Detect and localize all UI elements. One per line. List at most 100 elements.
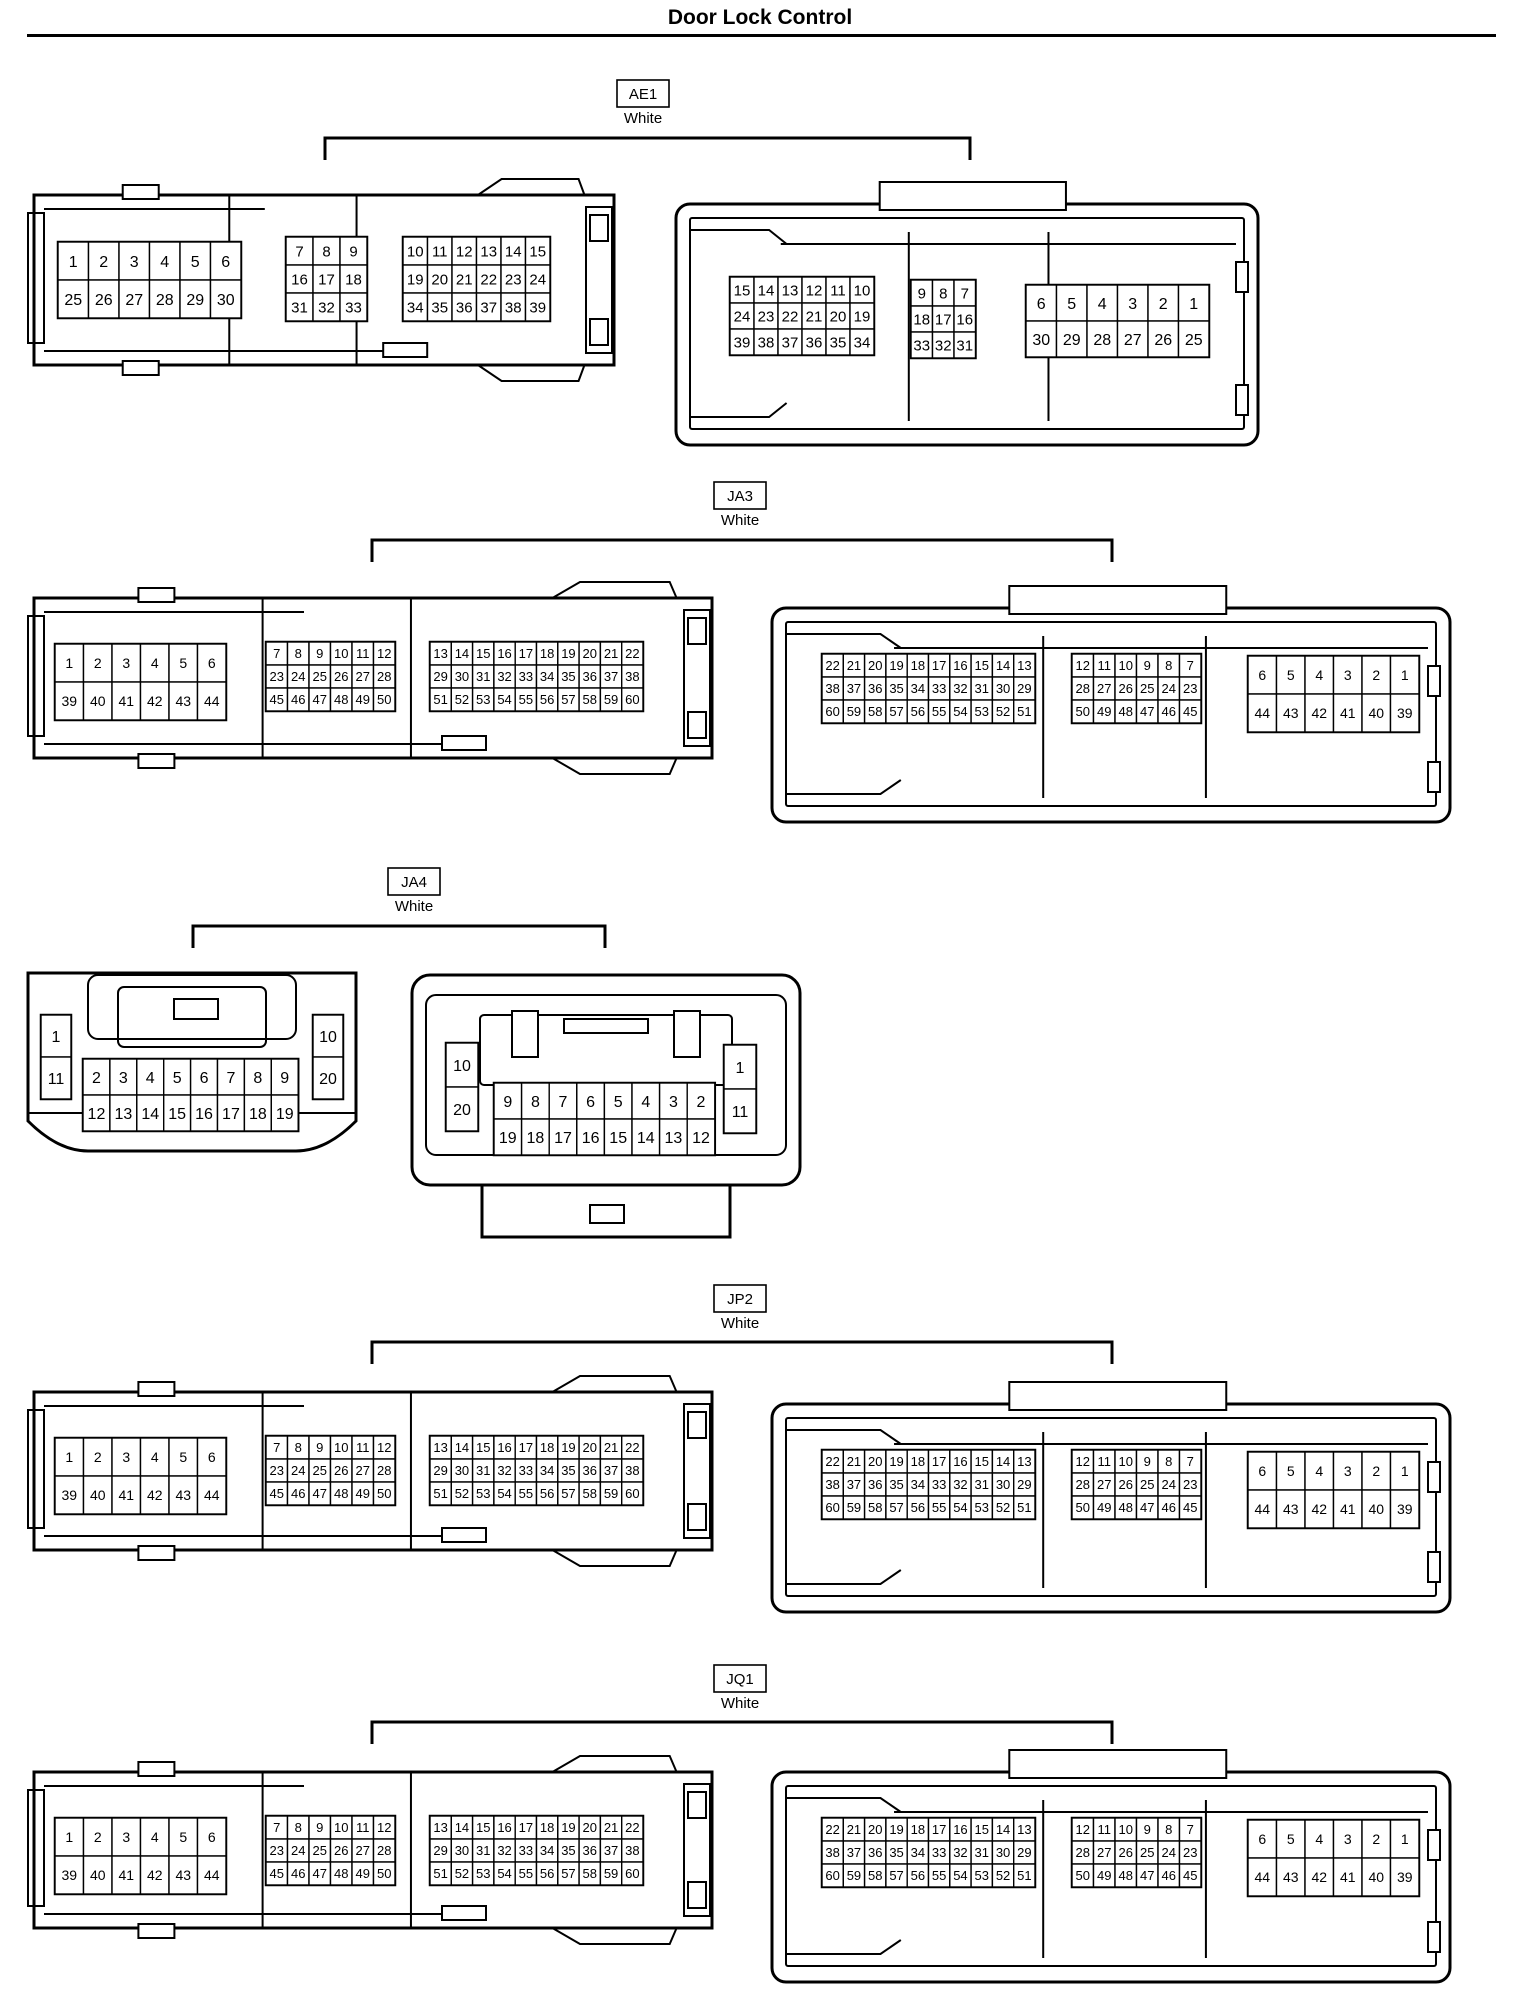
pin-number: 1: [65, 1829, 73, 1845]
pin-number: 30: [996, 681, 1010, 696]
pin-cell: [445, 1042, 479, 1088]
pin-number: 19: [889, 1454, 903, 1469]
pin-cell: [82, 1855, 113, 1895]
pin-number: 51: [1017, 704, 1031, 719]
pin-number: 31: [476, 1463, 490, 1478]
pin-number: 38: [625, 1843, 639, 1858]
pin-number: 11: [1098, 1454, 1112, 1469]
pin-number: 59: [847, 1868, 861, 1883]
pin-number: 34: [911, 681, 925, 696]
pin-cell: [1055, 320, 1088, 358]
pin-number: 19: [499, 1130, 517, 1147]
pin-number: 36: [583, 1843, 597, 1858]
pin-number: 40: [90, 693, 106, 709]
pin-number: 34: [540, 1463, 554, 1478]
pin-number: 47: [1140, 1868, 1154, 1883]
pin-number: 26: [334, 1463, 348, 1478]
pin-number: 3: [1344, 1831, 1352, 1847]
pin-cell: [179, 241, 212, 281]
pin-number: 45: [1183, 1868, 1197, 1883]
pin-number: 54: [953, 704, 967, 719]
pin-number: 1: [1401, 1831, 1409, 1847]
pin-number: 24: [291, 669, 305, 684]
pin-number: 1: [65, 655, 73, 671]
pin-number: 24: [291, 1463, 305, 1478]
pin-cell: [1247, 655, 1278, 695]
pin-number: 47: [313, 692, 327, 707]
pin-number: 2: [94, 1449, 102, 1465]
pin-number: 14: [996, 658, 1010, 673]
pin-number: 59: [847, 704, 861, 719]
pin-number: 1: [69, 254, 78, 271]
pin-cell: [209, 241, 242, 281]
pin-cell: [1389, 655, 1420, 695]
pin-number: 52: [455, 1866, 469, 1881]
pin-cell: [1304, 1489, 1335, 1529]
pin-number: 6: [1037, 296, 1046, 313]
page-title: Door Lock Control: [667, 6, 853, 29]
housing-latch: [477, 178, 586, 196]
housing-line: [786, 1797, 902, 1813]
pin-number: 35: [561, 1463, 575, 1478]
pin-number: 31: [975, 1845, 989, 1860]
pin-number: 25: [313, 1843, 327, 1858]
pin-number: 22: [480, 271, 497, 288]
housing-tab: [441, 1905, 487, 1921]
pin-cell: [849, 276, 875, 304]
housing-line: [690, 402, 788, 418]
pin-number: 3: [122, 655, 130, 671]
pin-number: 27: [125, 292, 143, 309]
pin-number: 49: [356, 1486, 370, 1501]
pin-number: 46: [1162, 1500, 1176, 1515]
pin-cell: [1013, 1863, 1036, 1888]
housing-tab: [137, 1923, 176, 1939]
pin-number: 36: [583, 1463, 597, 1478]
pin-number: 20: [431, 271, 448, 288]
pin-number: 31: [291, 299, 308, 316]
pin-cell: [118, 241, 151, 281]
pin-number: 54: [953, 1500, 967, 1515]
pin-number: 35: [561, 1843, 575, 1858]
pin-number: 8: [295, 1440, 302, 1455]
pin-number: 39: [61, 1867, 77, 1883]
pin-number: 32: [953, 1845, 967, 1860]
pin-number: 16: [497, 1820, 511, 1835]
pin-number: 10: [334, 1820, 348, 1835]
pin-number: 38: [825, 1477, 839, 1492]
pin-number: 26: [95, 292, 113, 309]
pin-number: 5: [173, 1070, 182, 1087]
pin-number: 8: [939, 285, 947, 302]
pin-number: 19: [854, 308, 871, 325]
pin-number: 9: [1144, 1822, 1151, 1837]
pin-number: 44: [204, 1867, 220, 1883]
pin-number: 57: [561, 1866, 575, 1881]
pin-number: 52: [996, 1500, 1010, 1515]
pin-number: 47: [313, 1866, 327, 1881]
pin-number: 30: [996, 1845, 1010, 1860]
pin-number: 4: [151, 1829, 159, 1845]
pin-number: 6: [221, 254, 230, 271]
housing-outline: [683, 1403, 711, 1539]
pin-number: 34: [540, 1843, 554, 1858]
pin-number: 19: [561, 1820, 575, 1835]
pin-number: 17: [519, 1440, 533, 1455]
pin-number: 31: [476, 1843, 490, 1858]
pin-cell: [475, 236, 502, 266]
pin-number: 46: [1162, 704, 1176, 719]
pin-number: 48: [1119, 1868, 1133, 1883]
pin-number: 18: [540, 646, 554, 661]
pin-cell: [1389, 1489, 1420, 1529]
pin-cell: [1275, 1451, 1306, 1491]
pin-number: 13: [114, 1106, 132, 1123]
pin-number: 11: [356, 1440, 370, 1455]
pin-number: 54: [497, 1486, 511, 1501]
pin-number: 22: [782, 308, 799, 325]
pin-number: 27: [1097, 1477, 1111, 1492]
pin-cell: [1361, 1857, 1392, 1897]
pin-number: 32: [497, 1463, 511, 1478]
pin-number: 7: [295, 243, 303, 260]
pin-number: 43: [175, 1487, 191, 1503]
